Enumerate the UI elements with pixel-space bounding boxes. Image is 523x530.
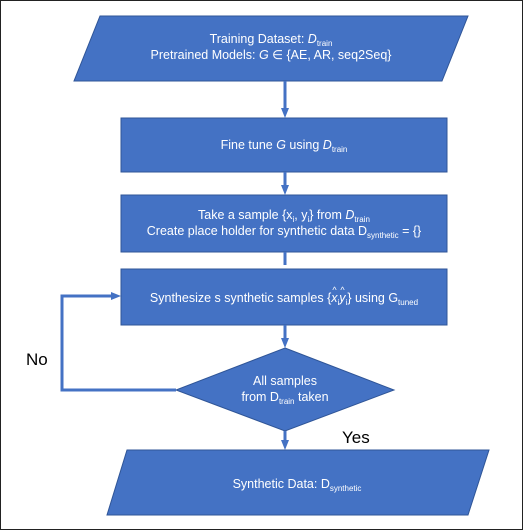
decision-label: All samples from Dtrain taken — [185, 373, 385, 406]
input-label-line2: Pretrained Models: G ∈ {AE, AR, seq2Seq} — [150, 48, 392, 62]
finetune-box — [120, 117, 448, 173]
no-edge-label: No — [26, 350, 48, 369]
decision-label-line2: from Dtrain taken — [241, 390, 329, 406]
synthesize-box — [120, 268, 448, 326]
sample-label-line2: Create place holder for synthetic data D… — [146, 224, 422, 240]
synthesize-label: Synthesize s synthetic samples {xiyi} us… — [121, 282, 447, 307]
finetune-label: Fine tune G using Dtrain — [220, 138, 348, 154]
arrow-decision-no-loop — [60, 292, 176, 392]
output-label: Synthetic Data: Dsynthetic — [232, 477, 362, 493]
input-label-line1: Training Dataset: Dtrain — [209, 32, 333, 48]
output-parallelogram — [106, 449, 490, 516]
input-label: Training Dataset: Dtrain Pretrained Mode… — [91, 31, 451, 63]
sample-label: Take a sample {xi, yi} from Dtrain Creat… — [121, 207, 447, 240]
sample-label-line1: Take a sample {xi, yi} from Dtrain — [198, 208, 370, 224]
decision-label-line1: All samples — [253, 374, 317, 388]
yes-edge-label: Yes — [342, 428, 370, 447]
input-parallelogram — [73, 15, 469, 82]
